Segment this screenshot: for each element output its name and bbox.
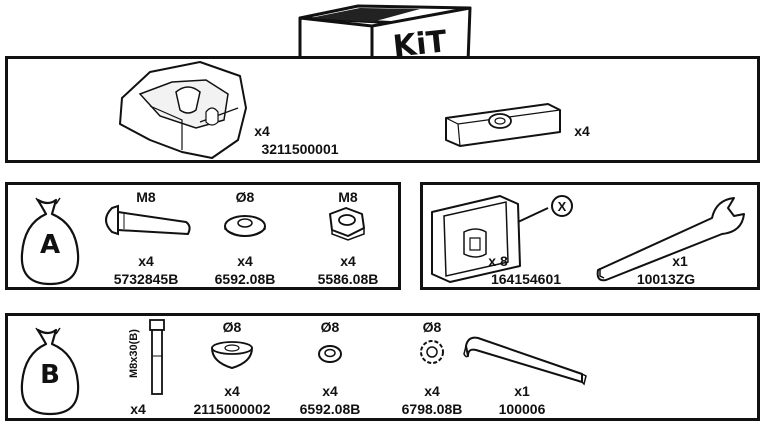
bag-a-qty: x4 (237, 253, 253, 269)
bag-b-code: 6798.08B (401, 401, 463, 417)
bag-a-code: 5586.08B (317, 271, 379, 287)
wrench-qty: x1 (672, 253, 688, 269)
bag-a-qty: x4 (138, 253, 154, 269)
bag-a-spec: Ø8 (235, 189, 255, 205)
bag-a-code: 5732845B (113, 271, 179, 287)
kit-item-qty: x4 (574, 123, 590, 139)
bag-a-spec: M8 (136, 189, 156, 205)
bag-a-code: 6592.08B (214, 271, 276, 287)
bag-b-letter: B (40, 360, 60, 390)
bag-b-spec: Ø8 (422, 319, 442, 335)
bag-b-code: 6592.08B (299, 401, 361, 417)
bag-b-qty: x4 (424, 383, 440, 399)
bag-a-letter: A (39, 230, 61, 260)
clip-qty: x 8 (488, 253, 508, 269)
bag-b-qty: x1 (514, 383, 530, 399)
kit-item-code: 3211500001 (261, 141, 339, 157)
bag-b-spec: Ø8 (320, 319, 340, 335)
clip-code: 164154601 (490, 271, 562, 287)
bag-b-code: 2115000002 (193, 401, 271, 417)
bag-b-qty: x4 (130, 401, 146, 417)
kit-panel (5, 56, 760, 163)
kit-item-qty: x4 (254, 123, 270, 139)
bag-b-qty: x4 (322, 383, 338, 399)
bag-b-panel (5, 313, 760, 421)
bag-b-spec: Ø8 (222, 319, 242, 335)
bag-b-qty: x4 (224, 383, 240, 399)
bag-a-qty: x4 (340, 253, 356, 269)
clip-callout: X (557, 199, 567, 214)
bag-a-spec: M8 (338, 189, 358, 205)
wrench-code: 10013ZG (636, 271, 696, 287)
bag-b-code: 100006 (498, 401, 546, 417)
